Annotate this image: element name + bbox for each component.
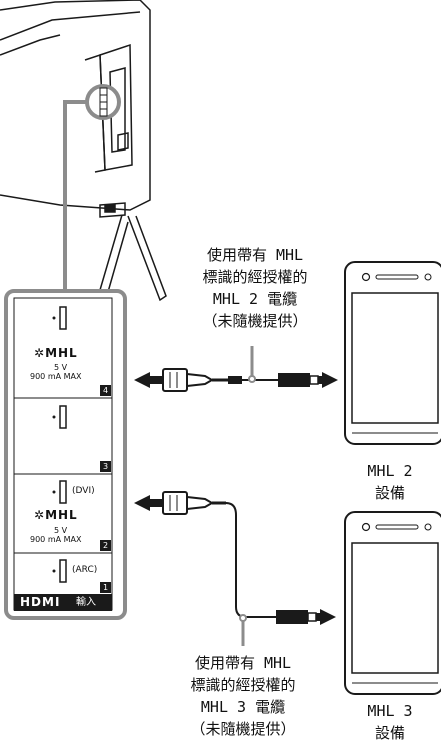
port-2-mhl-logo: ✲MHL [34,508,78,522]
port-4-current: 900 mA MAX [30,372,82,381]
port-3-number: 3 [100,461,111,472]
device-label-line: 設備 [374,484,405,502]
caption-line: 使用帶有 MHL [194,654,292,672]
port-2-current: 900 mA MAX [30,535,82,544]
mhl2-device-illustration [344,261,441,445]
mhl3-device-label: MHL 3 設備 [352,700,428,744]
device-label-line: 設備 [374,724,405,742]
device-label-line: MHL 2 [367,462,413,480]
hdmi-logo: HDMI [20,595,61,609]
mhl2-device-label: MHL 2 設備 [352,460,428,504]
hdmi-port-3-slot [59,405,67,429]
hdmi-port-4-slot [59,306,67,330]
mhl2-cable [134,346,338,392]
port-magnifier [63,84,121,290]
mhl3-device-illustration [344,511,441,695]
port-2-voltage: 5 V [54,526,68,535]
port-2-number: 2 [100,540,111,551]
tv-rear-illustration [0,0,167,302]
port-4-mhl-logo: ✲MHL [34,346,78,360]
hdmi-panel [4,289,127,620]
port-1-tag: (ARC) [72,565,98,575]
mhl3-cable [134,491,336,646]
device-label-line: MHL 3 [367,702,413,720]
port-1-number: 1 [100,582,111,593]
caption-line: 使用帶有 MHL [206,246,304,264]
caption-line: （未隨機提供） [190,720,296,738]
port-4-number: 4 [100,385,111,396]
caption-line: 標識的經授權的 [202,268,308,286]
hdmi-port-1-slot [59,559,67,583]
port-4-voltage: 5 V [54,363,68,372]
hdmi-port-2-slot [59,480,67,504]
hdmi-input-bar: HDMI 輸入 [14,594,112,611]
mhl3-cable-caption: 使用帶有 MHL 標識的經授權的 MHL 3 電纜 （未隨機提供） [168,652,318,740]
input-label: 輸入 [76,597,96,608]
caption-line: 標識的經授權的 [190,676,296,694]
mhl2-cable-caption: 使用帶有 MHL 標識的經授權的 MHL 2 電纜 （未隨機提供） [180,244,330,332]
caption-line: MHL 2 電纜 [212,290,298,308]
caption-line: MHL 3 電纜 [200,698,286,716]
caption-line: （未隨機提供） [202,312,308,330]
port-2-tag: (DVI) [72,486,95,496]
